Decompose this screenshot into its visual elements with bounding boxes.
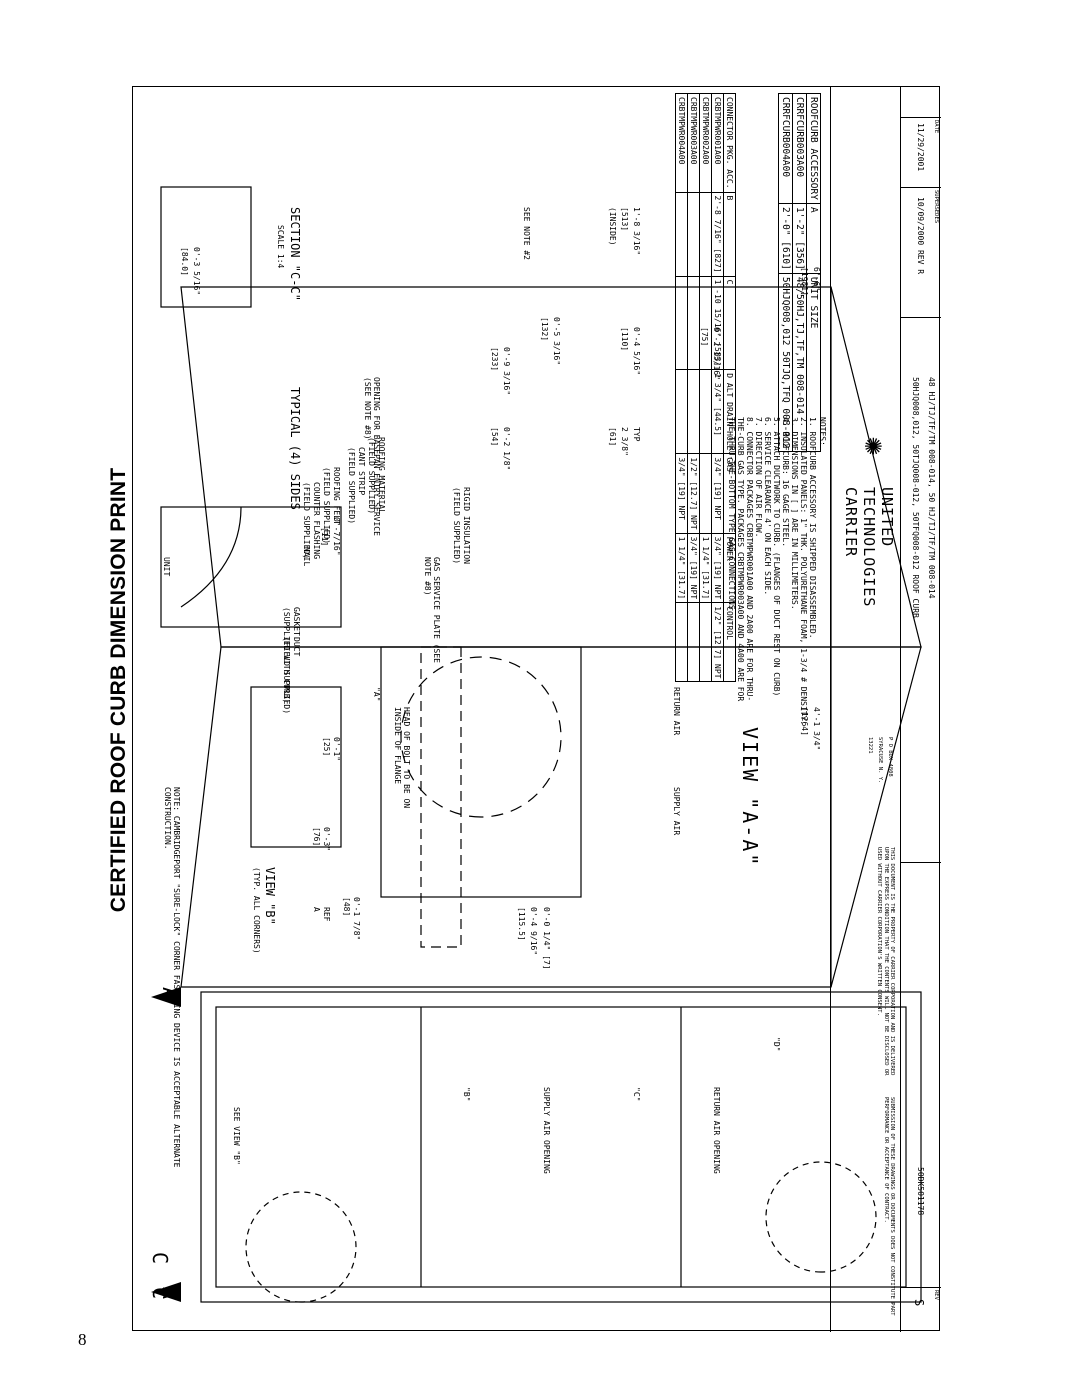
view-b-corner [250,686,342,848]
view-aa-box [380,646,582,898]
drawing-linework [151,186,922,1303]
fan-outline [765,1161,877,1273]
page-number: 8 [78,1330,87,1349]
section-cc-detail [160,186,252,308]
drawing-sheet: DATE 11/29/2001 SUPERSEDES 10/09/2000 RE… [132,86,941,1332]
typical-sides-detail [160,506,342,628]
rotated-drawing: DATE 11/29/2001 SUPERSEDES 10/09/2000 RE… [133,87,941,1332]
page-heading-text: CERTIFIED ROOF CURB DIMENSION PRINT [107,467,130,913]
detail-callout [400,656,562,818]
section-arrow-icon [151,1282,181,1302]
plan-inner [215,1006,907,1288]
fan-outline [245,1191,357,1303]
section-arrow-icon [151,987,181,1007]
plan-outline [200,991,922,1303]
isometric-curb [180,286,922,648]
